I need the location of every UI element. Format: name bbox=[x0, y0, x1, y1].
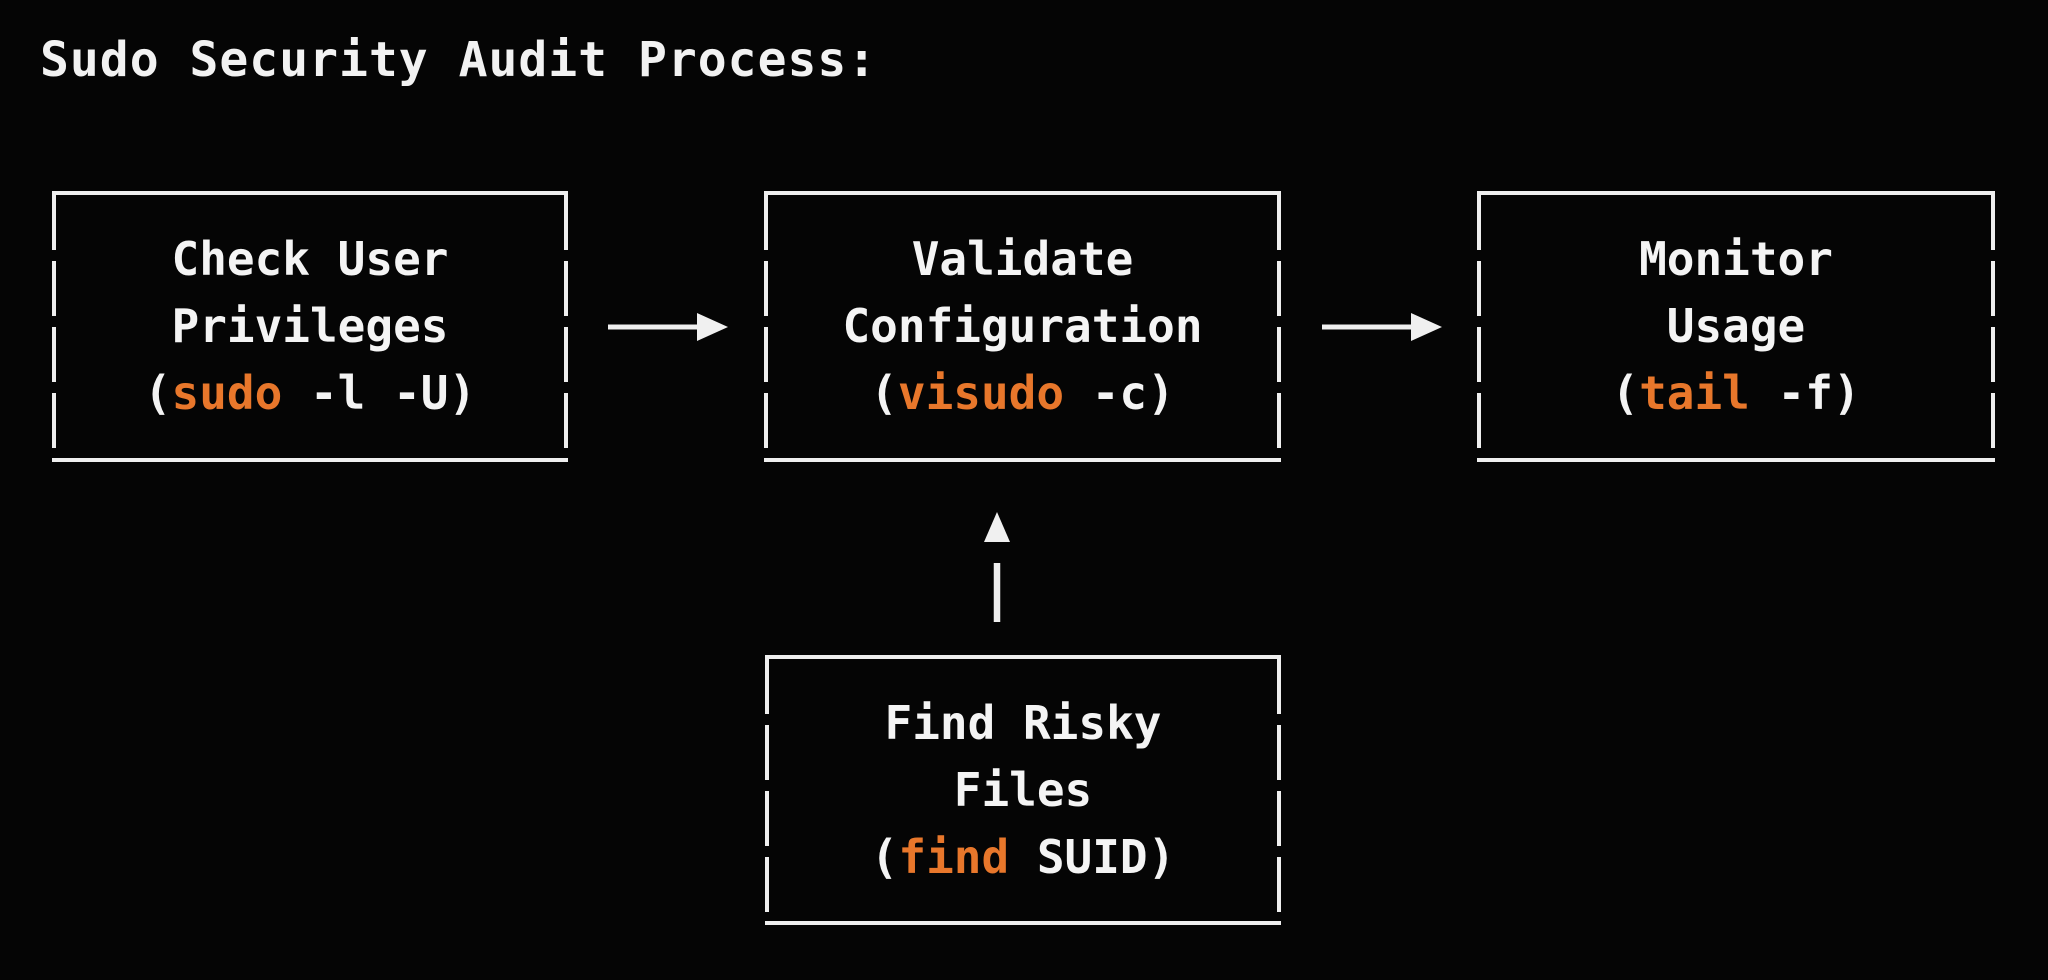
command-paren: ( bbox=[143, 366, 172, 420]
command-paren: ( bbox=[870, 366, 898, 420]
node-label-line: Privileges bbox=[171, 299, 449, 353]
node-label-line: Configuration bbox=[842, 299, 1203, 353]
node-monitor-usage: Monitor Usage (tail -f) bbox=[1477, 191, 1995, 462]
node-validate-configuration: Validate Configuration (visudo -c) bbox=[764, 191, 1281, 462]
command-args: -l -U) bbox=[282, 366, 477, 420]
diagram-title: Sudo Security Audit Process: bbox=[40, 32, 878, 88]
arrow-up-icon bbox=[984, 512, 1010, 622]
command-text: visudo bbox=[897, 366, 1065, 420]
command-args: SUID) bbox=[1009, 829, 1176, 884]
command-text: sudo bbox=[171, 366, 283, 420]
node-check-user-privileges: Check User Privileges (sudo -l -U) bbox=[52, 191, 568, 462]
node-command-line: (tail -f) bbox=[1611, 360, 1860, 427]
node-label-line: Files bbox=[953, 762, 1093, 817]
command-paren: ( bbox=[1611, 366, 1640, 420]
command-args: -f) bbox=[1749, 366, 1861, 420]
command-paren: ( bbox=[870, 829, 899, 884]
node-label-line: Find Risky bbox=[884, 695, 1162, 750]
arrow-right-icon bbox=[608, 313, 728, 341]
node-command-line: (find SUID) bbox=[871, 824, 1176, 891]
node-command-line: (visudo -c) bbox=[870, 360, 1175, 427]
command-text: tail bbox=[1639, 366, 1750, 420]
node-label-line: Check User bbox=[171, 232, 449, 286]
node-label-line: Validate bbox=[911, 232, 1134, 286]
command-args: -c) bbox=[1064, 366, 1175, 420]
node-command-line: (sudo -l -U) bbox=[144, 360, 476, 427]
node-label-line: Usage bbox=[1666, 299, 1806, 353]
arrow-right-icon bbox=[1322, 313, 1442, 341]
node-label-line: Monitor bbox=[1639, 232, 1833, 286]
command-text: find bbox=[898, 829, 1010, 884]
node-find-risky-files: Find Risky Files (find SUID) bbox=[765, 655, 1281, 925]
